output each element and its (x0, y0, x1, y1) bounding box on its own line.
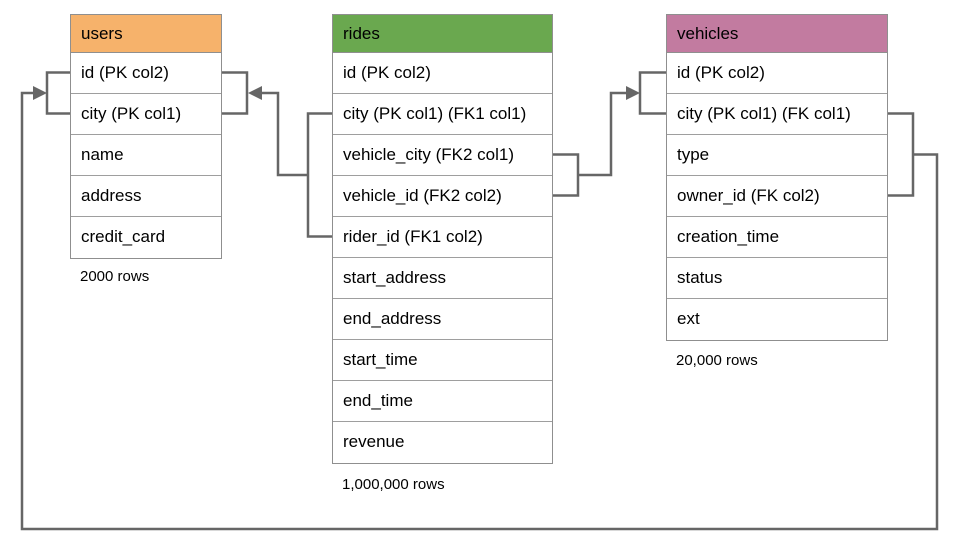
table-row: rider_id (FK1 col2) (333, 217, 552, 258)
table-row: status (667, 258, 887, 299)
table-row: name (71, 135, 221, 176)
fk1-rides-to-users-connector (222, 71, 332, 238)
users-left-bracket (45, 71, 70, 115)
arrowhead-left-icon (248, 86, 262, 100)
table-header-vehicles: vehicles (667, 15, 887, 53)
arrowhead-right-icon (33, 86, 47, 100)
fk2-wire (578, 91, 626, 177)
fk1-wire (262, 91, 308, 177)
table-header-users: users (71, 15, 221, 53)
table-rides: rides id (PK col2) city (PK col1) (FK1 c… (332, 14, 553, 464)
table-row: revenue (333, 422, 552, 463)
table-row: owner_id (FK col2) (667, 176, 887, 217)
table-row: ext (667, 299, 887, 340)
table-row: end_address (333, 299, 552, 340)
table-row: credit_card (71, 217, 221, 258)
table-row: address (71, 176, 221, 217)
table-users: users id (PK col2) city (PK col1) name a… (70, 14, 222, 259)
arrowhead-right-icon (626, 86, 640, 100)
rides-left-bracket (306, 112, 332, 238)
table-row: start_address (333, 258, 552, 299)
table-row: creation_time (667, 217, 887, 258)
fk2-rides-to-vehicles-connector (553, 71, 666, 197)
table-header-rides: rides (333, 15, 552, 53)
table-row: type (667, 135, 887, 176)
vehicles-left-bracket (638, 71, 666, 115)
table-row: id (PK col2) (333, 53, 552, 94)
table-row: city (PK col1) (FK1 col1) (333, 94, 552, 135)
table-row: id (PK col2) (667, 53, 887, 94)
table-row: start_time (333, 340, 552, 381)
users-right-bracket (222, 71, 249, 115)
row-count-label-rides: 1,000,000 rows (342, 476, 445, 493)
table-row: end_time (333, 381, 552, 422)
row-count-label-vehicles: 20,000 rows (676, 352, 758, 369)
table-row: city (PK col1) (FK col1) (667, 94, 887, 135)
table-row: vehicle_city (FK2 col1) (333, 135, 552, 176)
vehicles-right-bracket (888, 112, 915, 197)
table-row: city (PK col1) (71, 94, 221, 135)
table-row: id (PK col2) (71, 53, 221, 94)
row-count-label-users: 2000 rows (80, 268, 150, 285)
table-vehicles: vehicles id (PK col2) city (PK col1) (FK… (666, 14, 888, 341)
rides-right-bracket (553, 153, 580, 197)
table-row: vehicle_id (FK2 col2) (333, 176, 552, 217)
